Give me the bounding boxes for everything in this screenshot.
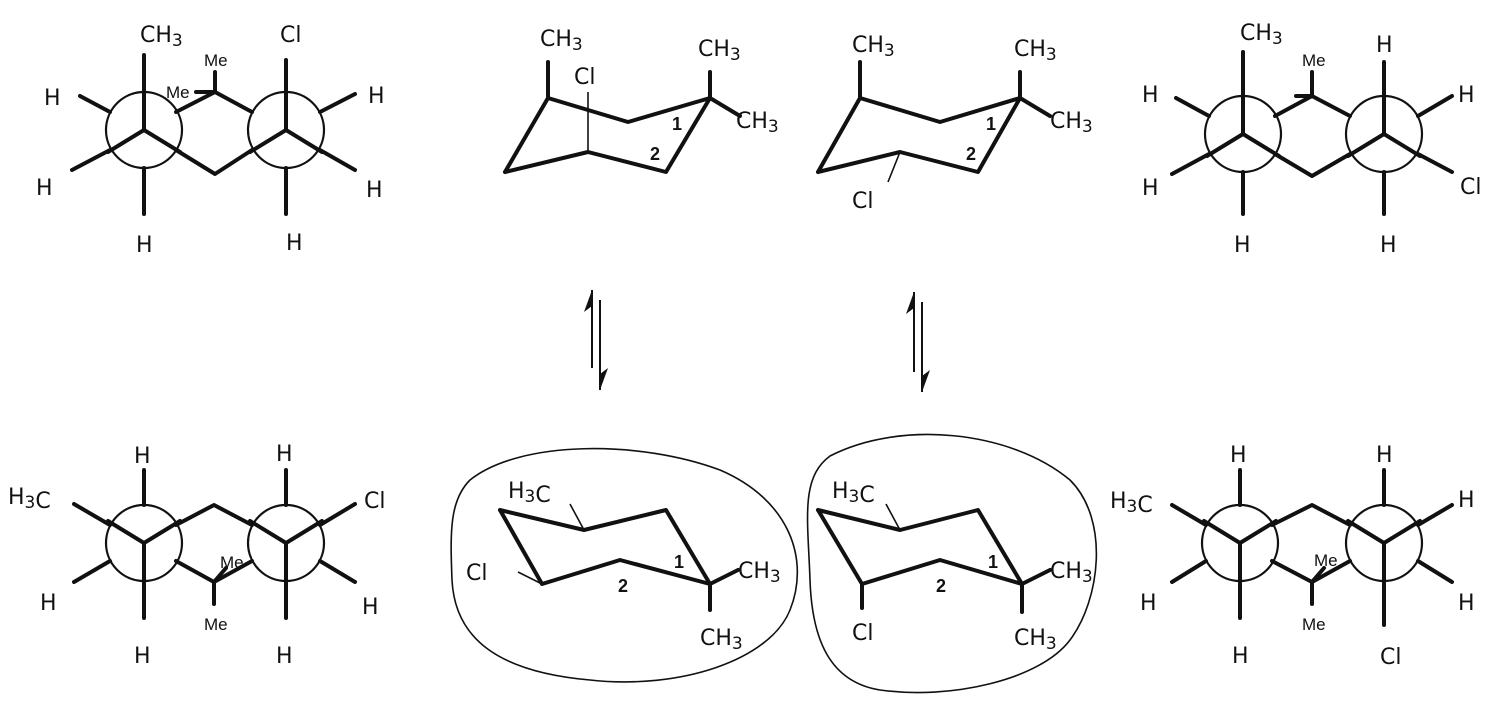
ch3-label: CH3: [1050, 109, 1093, 137]
h-label: H: [1234, 233, 1251, 258]
carbon-number: 2: [936, 576, 946, 596]
chair-top-b: CH3 Cl CH3 CH3 1 2: [816, 33, 1093, 214]
h-label: H: [1458, 488, 1475, 513]
h-label: H: [1230, 443, 1247, 468]
ch3-label: CH3: [540, 27, 583, 55]
h-label: H: [366, 178, 383, 203]
ch3-label: CH3: [700, 626, 743, 654]
h-label: H: [362, 595, 379, 620]
h-label: H: [1232, 644, 1249, 669]
cl-label: Cl: [852, 621, 873, 646]
cl-label: Cl: [364, 489, 385, 514]
carbon-number: 1: [672, 114, 682, 134]
carbon-number: 2: [966, 144, 976, 164]
h-label: H: [1142, 83, 1159, 108]
me-label: Me: [204, 51, 228, 70]
ch3-label: CH3: [738, 559, 781, 587]
carbon-number: 2: [618, 576, 628, 596]
newman-pair-bottom-right: H3C Me Me Cl H H H H H H: [1110, 443, 1475, 670]
highlight-circle: [806, 433, 1098, 694]
equilibrium-arrows-left: [584, 290, 608, 390]
ch3-label: CH3: [1014, 37, 1057, 65]
cl-label: Cl: [1380, 645, 1401, 670]
me-label: Me: [204, 615, 228, 634]
chair-bottom-a: H3C Cl CH3 CH3 1 2: [450, 447, 799, 683]
h-label: H: [134, 644, 151, 669]
me-label: Me: [166, 83, 190, 102]
h3c-label: H3C: [832, 479, 875, 508]
h-label: H: [276, 442, 293, 467]
ch3-label: CH3: [736, 109, 779, 137]
h-label: H: [1142, 176, 1159, 201]
h-label: H: [1458, 591, 1475, 616]
h-label: H: [1140, 591, 1157, 616]
cl-label: Cl: [852, 189, 873, 214]
me-label: Me: [1302, 615, 1326, 634]
chair-top-a: CH3 Cl CH3 CH3 1 2: [503, 27, 779, 174]
ch3-label: CH3: [1014, 626, 1057, 654]
h-label: H: [1380, 233, 1397, 258]
h3c-label: H3C: [508, 479, 551, 508]
highlight-circle: [450, 447, 799, 683]
ch3-label: CH3: [1050, 559, 1093, 587]
me-label: Me: [220, 553, 244, 572]
h-label: H: [40, 591, 57, 616]
h3c-label: H3C: [1110, 489, 1153, 518]
ch3-label: CH3: [1240, 21, 1283, 49]
h-label: H: [36, 176, 53, 201]
h-label: H: [276, 644, 293, 669]
h-label: H: [136, 233, 153, 258]
carbon-number: 1: [674, 552, 684, 572]
ch3-label: CH3: [698, 37, 741, 65]
ch3-label: CH3: [140, 23, 183, 51]
h-label: H: [1458, 83, 1475, 108]
cl-label: Cl: [280, 23, 301, 48]
h-label: H: [1376, 443, 1393, 468]
h3c-label: H3C: [8, 485, 51, 514]
newman-pair-bottom-left: H3C Cl Me Me H H H H H H: [8, 442, 385, 669]
cl-label: Cl: [466, 561, 487, 586]
h-label: H: [368, 84, 385, 109]
equilibrium-arrows-right: [906, 292, 930, 392]
cl-label: Cl: [574, 65, 595, 90]
newman-pair-top-right: CH3 Me Cl H H H H H H: [1142, 21, 1481, 258]
h-label: H: [44, 86, 61, 111]
carbon-number: 2: [650, 144, 660, 164]
ch3-label: CH3: [852, 33, 895, 61]
me-label: Me: [1302, 51, 1326, 70]
h-label: H: [286, 231, 303, 256]
carbon-number: 1: [986, 114, 996, 134]
h-label: H: [134, 444, 151, 469]
chair-bottom-b: H3C Cl CH3 CH3 1 2: [806, 433, 1098, 694]
cl-label: Cl: [1460, 175, 1481, 200]
me-label: Me: [1314, 551, 1338, 570]
newman-pair-top-left: CH3 Cl Me Me H H H H H H: [36, 23, 385, 258]
carbon-number: 1: [988, 552, 998, 572]
h-label: H: [1376, 33, 1393, 58]
